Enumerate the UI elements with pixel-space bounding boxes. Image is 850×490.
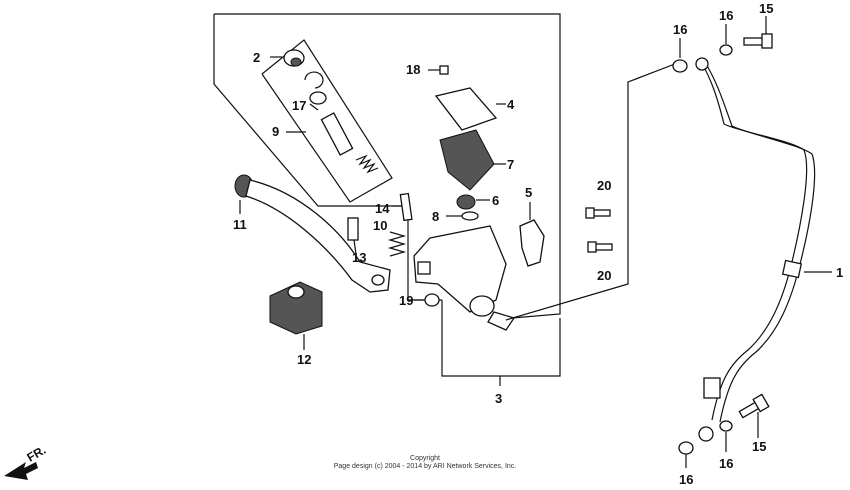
clamp-bolt-upper (585, 207, 611, 219)
callout-12: 12 (297, 352, 311, 367)
callout-8: 8 (432, 209, 439, 224)
callout-7: 7 (507, 157, 514, 172)
callout-20-lower: 20 (597, 268, 611, 283)
callout-15-top: 15 (759, 1, 773, 16)
callout-9: 9 (272, 124, 279, 139)
callout-6: 6 (492, 193, 499, 208)
mirror-nut (414, 293, 440, 307)
callout-16-bottom-right: 16 (719, 456, 733, 471)
hose-leader (505, 61, 681, 321)
clamp-bolt-lower (587, 241, 613, 253)
circlip (304, 71, 327, 111)
callout-1: 1 (836, 265, 843, 280)
callout-16-bottom-left: 16 (679, 472, 693, 487)
dust-boot (270, 49, 305, 67)
front-direction-arrow (4, 462, 38, 480)
banjo-bolt (743, 16, 773, 49)
handlebar-clamp (519, 202, 545, 267)
cap-screw (428, 65, 449, 75)
sealing-washer (719, 44, 733, 56)
copyright-notice: Page design (c) 2004 - 2014 by ARI Netwo… (334, 463, 517, 470)
front-direction-label: FR. (25, 443, 49, 465)
callout-15-bottom: 15 (752, 439, 766, 454)
callout-3: 3 (495, 391, 502, 406)
diaphragm (439, 129, 506, 191)
callout-4: 4 (507, 97, 515, 112)
brake-hose (695, 57, 832, 442)
master-cylinder-body (413, 225, 516, 331)
assembly-bracket (214, 13, 561, 319)
sealing-washer (678, 441, 694, 455)
pivot-bolt (347, 217, 359, 255)
callout-10: 10 (373, 218, 387, 233)
lever-holder (269, 281, 323, 350)
callout-20-upper: 20 (597, 178, 611, 193)
reservoir-cap (434, 87, 506, 131)
brake-lever (234, 174, 391, 293)
callout-14: 14 (375, 201, 390, 216)
callout-18: 18 (406, 62, 420, 77)
callout-2: 2 (253, 50, 260, 65)
pivot-bolt-14 (392, 192, 413, 222)
sight-cap (446, 194, 490, 221)
banjo-bolt (738, 393, 770, 438)
sealing-washer (719, 420, 733, 432)
callout-19: 19 (399, 293, 413, 308)
callout-16-top-left: 16 (673, 22, 687, 37)
piston-spring (320, 112, 379, 174)
sealing-washer (672, 59, 688, 73)
lever-spring (387, 231, 407, 257)
callout-16-top-right: 16 (719, 8, 733, 23)
callout-11: 11 (233, 217, 247, 232)
copyright-title: Copyright (410, 455, 440, 462)
callout-17: 17 (292, 98, 306, 113)
callout-13: 13 (352, 250, 366, 265)
callout-5: 5 (525, 185, 532, 200)
